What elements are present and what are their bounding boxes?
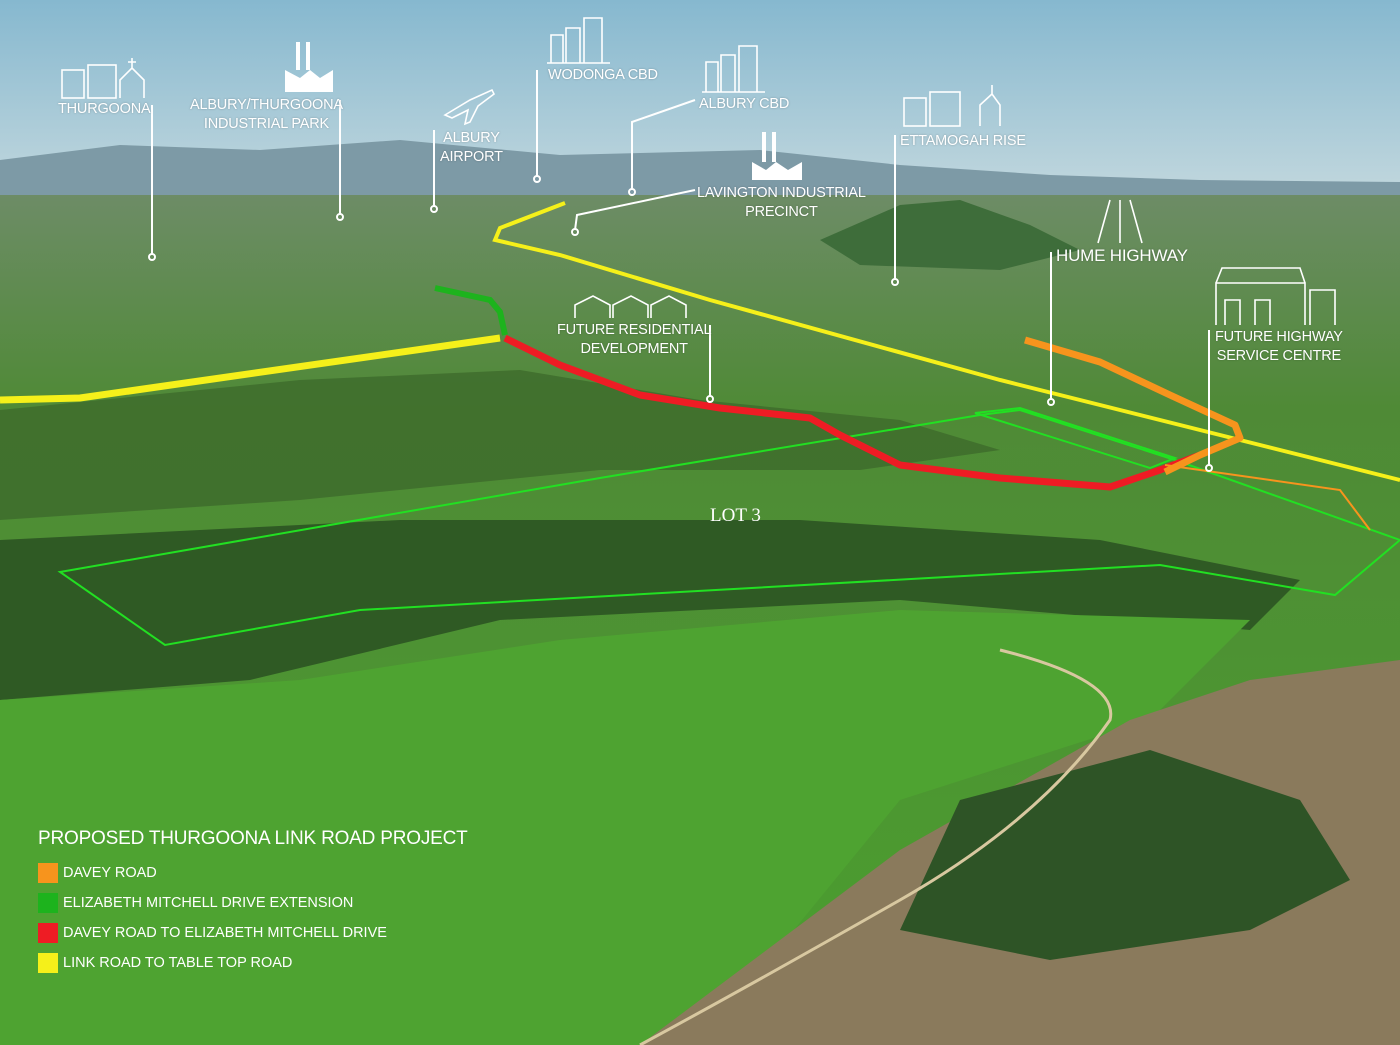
legend-label: DAVEY ROAD	[63, 865, 157, 881]
houses-icon	[574, 295, 687, 318]
road-link-to-table-top-right	[492, 201, 1400, 482]
lot-3-boundary	[57, 408, 1400, 647]
legend-label: DAVEY ROAD TO ELIZABETH MITCHELL DRIVE	[63, 925, 387, 941]
label-line: LAVINGTON INDUSTRIAL	[697, 185, 866, 201]
dirt-track	[639, 648, 1113, 1045]
road-elizabeth-mitchell-extension	[434, 285, 508, 336]
leader-lines	[148, 70, 1213, 472]
label-line: INDUSTRIAL PARK	[203, 116, 329, 132]
legend-title: PROPOSED THURGOONA LINK ROAD PROJECT	[38, 828, 468, 849]
highway-icon	[1097, 199, 1143, 244]
label-line: ALBURY/THURGOONA	[190, 97, 343, 113]
service-station-icon	[1215, 267, 1336, 325]
label-hume-highway: HUME HIGHWAY	[1056, 246, 1188, 265]
legend-item-elizabeth-mitchell-extension: ELIZABETH MITCHELL DRIVE EXTENSION	[38, 888, 468, 918]
road-davey-thin	[1164, 464, 1371, 531]
legend-item-davey-road: DAVEY ROAD	[38, 858, 468, 888]
town-icon	[61, 58, 145, 99]
label-line: SERVICE CENTRE	[1216, 348, 1341, 364]
legend-swatch	[38, 863, 58, 883]
label-albury-cbd: ALBURY CBD	[699, 96, 790, 112]
label-future-residential: FUTURE RESIDENTIAL DEVELOPMENT	[557, 321, 712, 359]
road-davey	[1024, 336, 1244, 476]
label-line: PRECINCT	[745, 204, 818, 220]
label-line: DEVELOPMENT	[580, 341, 688, 357]
label-albury-airport: ALBURY AIRPORT	[440, 129, 503, 167]
lot-boundary-small	[974, 406, 1178, 470]
label-line: FUTURE RESIDENTIAL	[557, 322, 712, 338]
label-industrial-park: ALBURY/THURGOONA INDUSTRIAL PARK	[190, 96, 343, 134]
field	[0, 610, 1250, 1045]
airplane-icon	[443, 88, 496, 126]
label-ettamogah-rise: ETTAMOGAH RISE	[900, 133, 1026, 149]
label-thurgoona: THURGOONA	[58, 101, 151, 117]
label-line: ALBURY	[443, 130, 500, 146]
legend-item-link-road: LINK ROAD TO TABLE TOP ROAD	[38, 948, 468, 978]
factory-icon	[285, 42, 333, 92]
legend-label: ELIZABETH MITCHELL DRIVE EXTENSION	[63, 895, 354, 911]
forest-patch	[900, 750, 1350, 960]
label-lavington: LAVINGTON INDUSTRIAL PRECINCT	[697, 184, 866, 222]
lot-3-label: LOT 3	[710, 505, 761, 526]
label-wodonga-cbd: WODONGA CBD	[548, 67, 658, 83]
mount	[820, 200, 1080, 270]
legend-label: LINK ROAD TO TABLE TOP ROAD	[63, 955, 293, 971]
tree-band	[0, 370, 1000, 520]
label-line: FUTURE HIGHWAY	[1215, 329, 1343, 345]
label-line: AIRPORT	[440, 149, 503, 165]
legend: PROPOSED THURGOONA LINK ROAD PROJECT DAV…	[38, 828, 468, 978]
label-future-service-centre: FUTURE HIGHWAY SERVICE CENTRE	[1215, 328, 1343, 366]
road-davey-to-elizabeth-mitchell	[503, 334, 1202, 491]
city-buildings-icon	[702, 45, 765, 93]
road-link-to-table-top-left	[0, 334, 501, 404]
legend-swatch	[38, 893, 58, 913]
tree-band	[0, 520, 1300, 700]
town-icon	[903, 85, 1001, 127]
legend-swatch	[38, 923, 58, 943]
legend-item-davey-to-elizabeth-mitchell: DAVEY ROAD TO ELIZABETH MITCHELL DRIVE	[38, 918, 468, 948]
city-buildings-icon	[547, 17, 610, 64]
legend-swatch	[38, 953, 58, 973]
factory-icon	[752, 132, 802, 180]
